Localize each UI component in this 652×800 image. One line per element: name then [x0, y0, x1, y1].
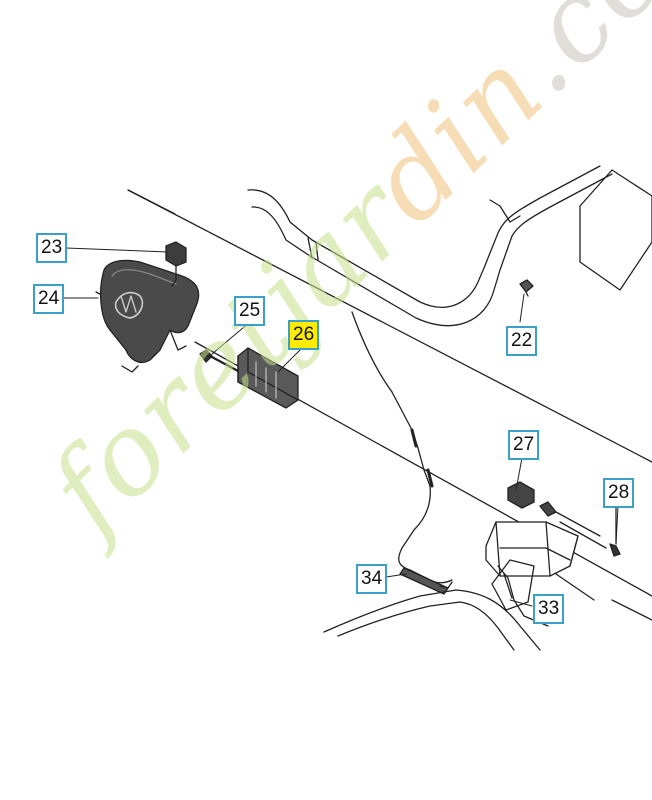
callout-24: 24: [33, 284, 65, 314]
part-33-cable: [497, 565, 549, 627]
callout-27: 27: [508, 430, 540, 460]
part-23-cap: [165, 241, 187, 287]
part-34-adjuster: [399, 567, 453, 595]
part-22-nut: [519, 279, 534, 297]
callout-26: 26: [288, 320, 320, 350]
callout-28: 28: [603, 478, 635, 508]
part-27-bracket: [485, 481, 607, 611]
upper-handle-tube: [247, 165, 652, 327]
control-cable: [351, 311, 453, 584]
lower-frame: [323, 589, 652, 651]
part-26-lever: [237, 347, 299, 409]
part-24-handle-cover: [100, 259, 200, 373]
callout-34: 34: [356, 564, 388, 594]
callout-33: 33: [533, 594, 565, 624]
part-25-screw: [199, 349, 242, 374]
leader-lines: [59, 247, 619, 607]
callout-23: 23: [36, 233, 68, 263]
part-28-screw: [609, 507, 621, 557]
callout-22: 22: [506, 326, 538, 356]
callout-25: 25: [234, 296, 266, 326]
